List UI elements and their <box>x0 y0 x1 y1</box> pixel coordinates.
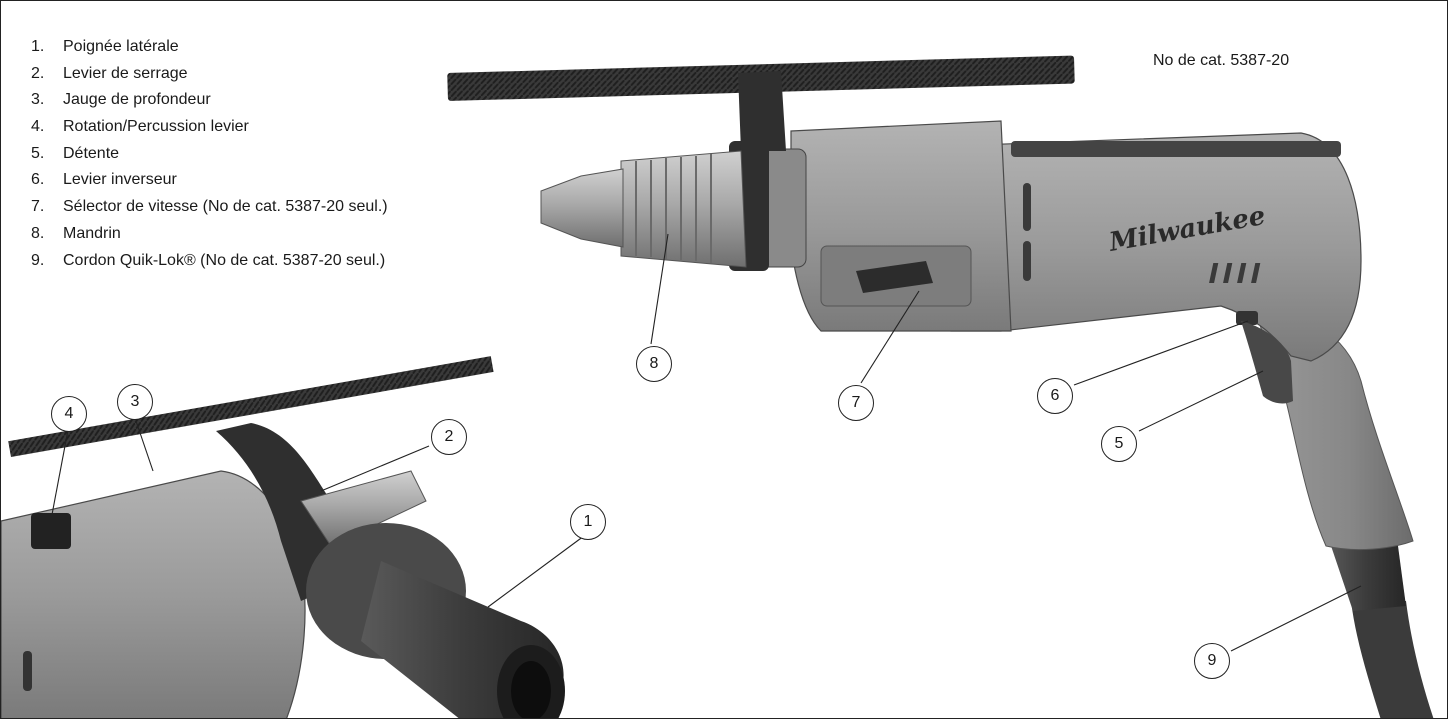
parts-legend: 1.Poignée latérale 2.Levier de serrage 3… <box>31 37 388 277</box>
leader-line-8 <box>650 233 669 345</box>
inset-depth-gauge <box>8 356 494 457</box>
legend-label: Levier de serrage <box>63 64 188 82</box>
cord-strain-relief <box>1326 531 1406 611</box>
leader-line-5 <box>1138 370 1264 432</box>
inset-housing <box>1 470 306 718</box>
legend-label: Cordon Quik-Lok® (No de cat. 5387-20 seu… <box>63 251 386 269</box>
legend-label: Mandrin <box>63 224 121 242</box>
leader-lines <box>46 233 1362 652</box>
trigger <box>1241 321 1293 404</box>
leader-line-1 <box>487 532 589 608</box>
legend-label: Détente <box>63 144 120 162</box>
inset-chuck <box>300 470 427 547</box>
legend-item-8: 8.Mandrin <box>31 224 121 242</box>
callout-4: 4 <box>51 396 87 432</box>
legend-item-7: 7.Sélector de vitesse (No de cat. 5387-2… <box>31 198 388 216</box>
legend-item-4: 4.Rotation/Percussion levier <box>31 118 249 136</box>
leader-line-6 <box>1073 320 1249 386</box>
top-grip-strip <box>1011 141 1341 157</box>
clamp-top <box>738 71 786 151</box>
legend-label: Poignée latérale <box>63 38 179 55</box>
leader-line-4 <box>46 429 69 542</box>
inset-vent <box>23 651 32 691</box>
rear-vents <box>1209 263 1261 283</box>
main-drill: Milwaukee <box>447 55 1434 718</box>
legend-label: Rotation/Percussion levier <box>63 118 249 136</box>
vent-slot <box>1023 241 1031 281</box>
callout-2: 2 <box>431 419 467 455</box>
inset-handle-end-hole <box>511 661 551 718</box>
callout-5: 5 <box>1101 426 1137 462</box>
legend-label: Levier inverseur <box>63 171 177 189</box>
catalog-number: No de cat. 5387-20 <box>1153 52 1290 69</box>
chuck <box>620 150 747 268</box>
leader-line-3 <box>135 420 154 472</box>
power-cord <box>1351 601 1434 718</box>
legend-item-9: 9.Cordon Quik-Lok® (No de cat. 5387-20 s… <box>31 251 386 269</box>
legend-item-6: 6.Levier inverseur <box>31 171 177 189</box>
callout-3: 3 <box>117 384 153 420</box>
chuck-teeth <box>635 154 712 263</box>
leader-line-9 <box>1230 585 1362 652</box>
vent-slot <box>1023 183 1031 231</box>
legend-item-2: 2.Levier de serrage <box>31 64 188 82</box>
legend-item-5: 5.Détente <box>31 144 120 162</box>
leader-line-2 <box>320 445 430 492</box>
callout-7: 7 <box>838 385 874 421</box>
chuck-nose <box>540 168 624 248</box>
legend-item-3: 3.Jauge de profondeur <box>31 91 211 109</box>
inset-switch <box>31 513 71 549</box>
callout-6: 6 <box>1037 378 1073 414</box>
callout-8: 8 <box>636 346 672 382</box>
leader-line-7 <box>860 290 920 384</box>
legend-label: Sélector de vitesse (No de cat. 5387-20 … <box>63 198 388 216</box>
inset-drill <box>1 356 565 718</box>
callout-1: 1 <box>570 504 606 540</box>
legend-item-1: 1.Poignée latérale <box>31 38 179 55</box>
legend-label: Jauge de profondeur <box>63 91 211 109</box>
callout-9: 9 <box>1194 643 1230 679</box>
speed-selector-knob <box>856 261 933 293</box>
inset-clamp <box>216 423 346 601</box>
